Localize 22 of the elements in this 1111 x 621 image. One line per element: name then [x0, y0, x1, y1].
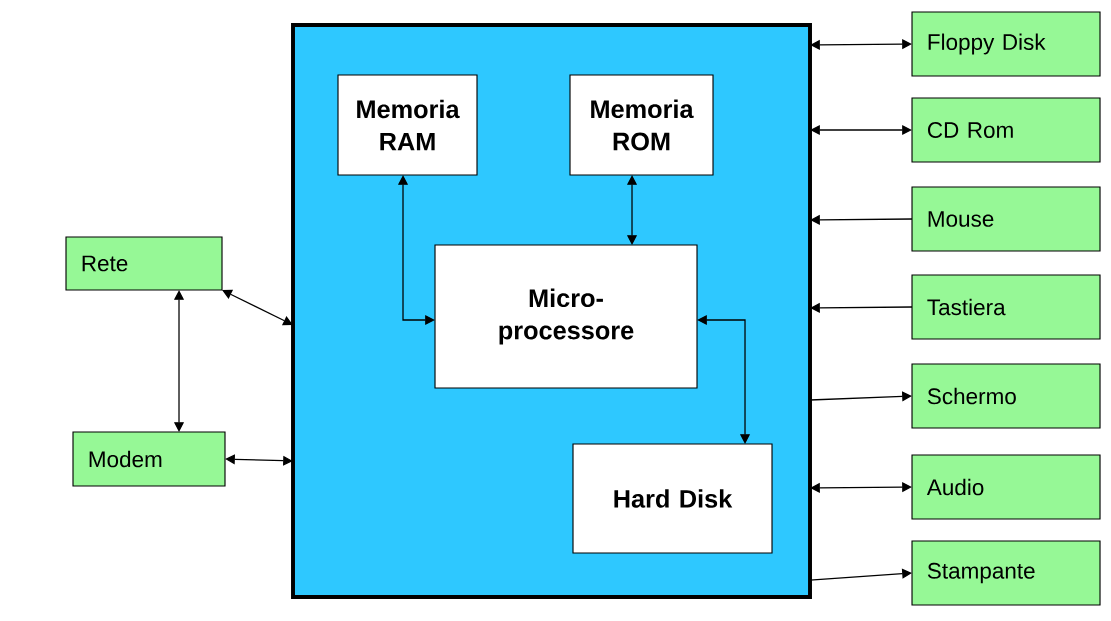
- arrow: [225, 454, 293, 466]
- device-box: Floppy Disk: [911, 11, 1101, 77]
- device-box: Stampante: [911, 540, 1101, 606]
- component-box: Hard Disk: [572, 443, 773, 554]
- arrow: [809, 568, 912, 581]
- device-box: CD Rom: [911, 97, 1101, 163]
- device-box: Modem: [72, 431, 226, 487]
- component-box: Memoria RAM: [337, 74, 478, 176]
- arrow: [173, 290, 185, 432]
- arrow: [810, 124, 912, 136]
- arrow: [810, 39, 912, 50]
- device-box: Mouse: [911, 186, 1101, 252]
- device-box: Schermo: [911, 363, 1101, 429]
- arrow: [809, 391, 912, 402]
- device-box: Rete: [65, 236, 223, 291]
- arrow: [222, 289, 293, 326]
- device-box: Tastiera: [911, 274, 1101, 340]
- component-box: Memoria ROM: [569, 74, 714, 176]
- arrow: [626, 175, 638, 245]
- device-box: Audio: [911, 454, 1101, 520]
- component-box: Micro- processore: [434, 244, 698, 389]
- arrow: [810, 482, 912, 493]
